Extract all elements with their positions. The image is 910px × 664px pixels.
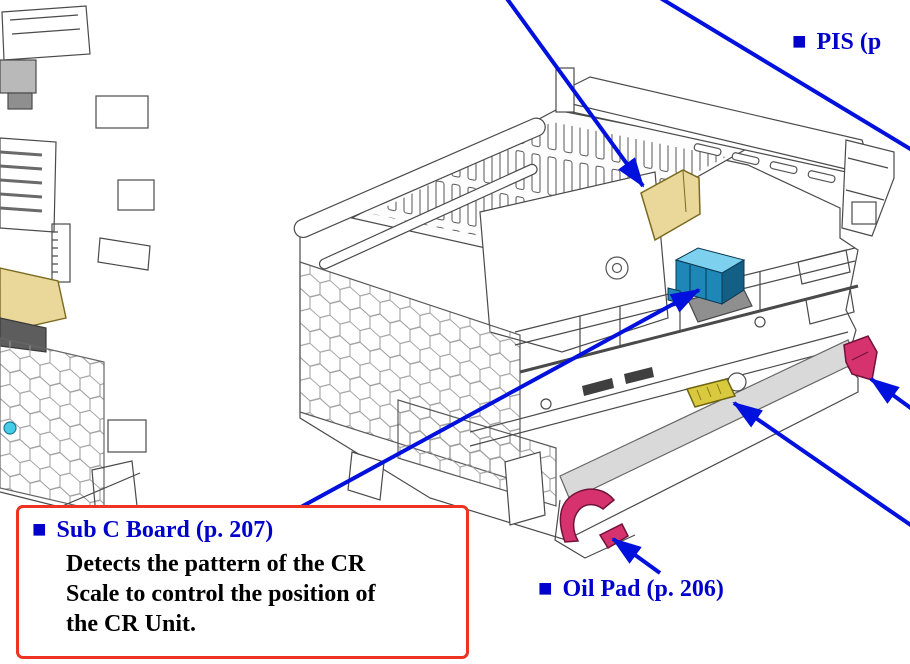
oil-pad-part-highlight	[559, 488, 616, 543]
main-unit-drawing	[293, 67, 895, 559]
oil-pad-bullet-icon: ■	[538, 576, 553, 602]
label-pis[interactable]: ■ PIS (p	[792, 29, 881, 55]
arrow-to-oil-pad	[611, 537, 662, 575]
oil-pad-part-highlight-2	[598, 522, 629, 550]
leader-line-pis	[659, 0, 910, 152]
arrow-to-right-magenta-part	[869, 377, 910, 411]
pis-part-highlight	[640, 169, 701, 242]
left-partial-drawing	[0, 5, 155, 517]
sub-c-board-title-text: Sub C Board (p. 207)	[56, 517, 274, 543]
left-drawing-cyan-part	[3, 421, 17, 435]
sub-c-board-bullet-icon: ■	[32, 517, 47, 543]
sub-c-board-description: Detects the pattern of the CR Scale to c…	[66, 551, 376, 637]
pis-label-text: PIS (p	[816, 29, 882, 55]
right-bracket	[841, 139, 895, 237]
sub-c-board-link[interactable]: ■ Sub C Board (p. 207)	[32, 517, 458, 544]
callout-sub-c-board: ■ Sub C Board (p. 207) Detects the patter…	[16, 505, 469, 659]
leader-arrows	[300, 0, 910, 575]
left-drawing-yellow-part	[0, 267, 67, 334]
label-oil-pad[interactable]: ■ Oil Pad (p. 206)	[538, 576, 724, 602]
pis-bullet-icon: ■	[792, 29, 807, 55]
oil-pad-label-text: Oil Pad (p. 206)	[562, 576, 724, 602]
front-rail	[293, 117, 546, 239]
encoder-part-highlight	[685, 378, 737, 408]
arrow-to-encoder-part	[732, 401, 910, 528]
arrow-to-pis-part	[505, 0, 645, 188]
arrow-to-sub-c-board	[300, 288, 701, 509]
